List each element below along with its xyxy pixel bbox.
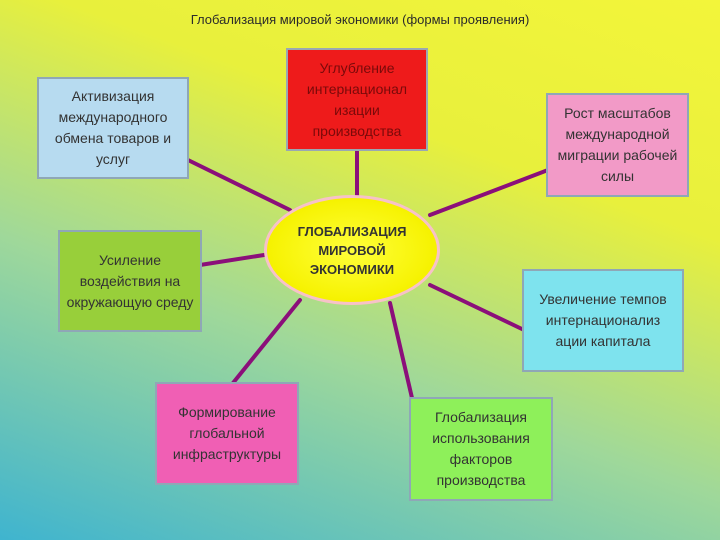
center-node-label: ГЛОБАЛИЗАЦИЯ МИРОВОЙ ЭКОНОМИКИ xyxy=(297,223,407,277)
connector-capital xyxy=(428,283,526,332)
node-capital: Увеличение темпов интернационализ ации к… xyxy=(522,269,684,372)
node-migration: Рост масштабов международной миграции ра… xyxy=(546,93,689,197)
node-production-label: Углубление интернационал изации производ… xyxy=(306,59,408,139)
connector-infrastructure xyxy=(231,298,302,385)
node-capital-label: Увеличение темпов интернационализ ации к… xyxy=(539,291,667,349)
node-environment: Усиление воздействия на окружающую среду xyxy=(58,230,202,332)
connector-factors xyxy=(388,301,414,400)
node-trade-label: Активизация международного обмена товаро… xyxy=(54,88,172,167)
node-infrastructure-label: Формирование глобальной инфраструктуры xyxy=(172,404,282,462)
node-production: Углубление интернационал изации производ… xyxy=(286,48,428,151)
node-trade: Активизация международного обмена товаро… xyxy=(37,77,189,179)
diagram-title: Глобализация мировой экономики (формы пр… xyxy=(190,12,530,27)
connector-migration xyxy=(428,168,550,217)
connector-trade xyxy=(186,158,292,212)
node-factors: Глобализация использования факторов прои… xyxy=(409,397,553,501)
node-environment-label: Усиление воздействия на окружающую среду xyxy=(66,251,194,310)
node-migration-label: Рост масштабов международной миграции ра… xyxy=(557,105,678,184)
center-node: ГЛОБАЛИЗАЦИЯ МИРОВОЙ ЭКОНОМИКИ xyxy=(264,195,440,305)
node-infrastructure: Формирование глобальной инфраструктуры xyxy=(155,382,299,485)
connector-environment xyxy=(198,253,266,267)
node-factors-label: Глобализация использования факторов прои… xyxy=(432,409,530,488)
